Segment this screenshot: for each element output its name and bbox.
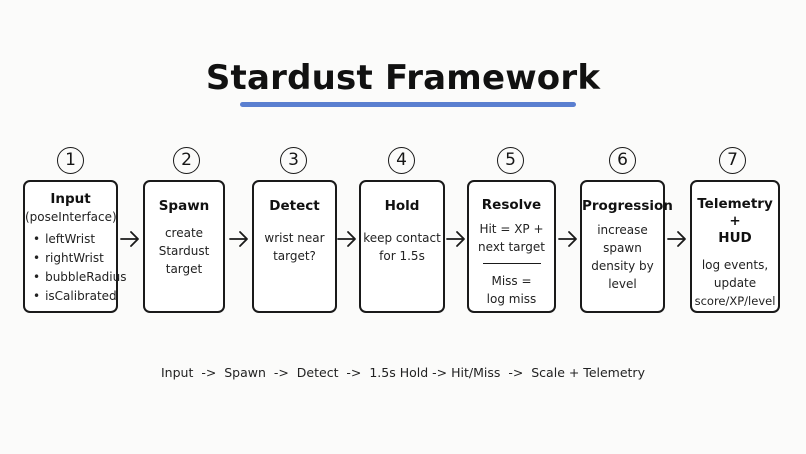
step-number-6: 6 [609, 147, 636, 174]
arrow-right-icon [446, 231, 465, 247]
step-box-telemetry-hud: Telemetry + HUD log events, update score… [690, 180, 780, 313]
step-line: create [164, 226, 204, 240]
step-number-5: 5 [497, 147, 524, 174]
step-box-input: Input (poseInterface) leftWrist rightWri… [23, 180, 127, 313]
step-number-2: 2 [173, 147, 200, 174]
step-line: density by [591, 259, 654, 273]
step-box-resolve: Resolve Hit = XP + next target Miss = lo… [467, 180, 556, 313]
arrow-right-icon [120, 231, 139, 247]
step-line: for 1.5s [379, 249, 425, 263]
resolve-hit-line: next target [478, 240, 545, 254]
arrow-right-icon [337, 231, 356, 247]
step-title-input: Input [50, 191, 91, 207]
step-title-spawn: Spawn [158, 198, 210, 214]
resolve-divider [482, 263, 541, 264]
arrow-right-icon [558, 231, 577, 247]
step-title-detect: Detect [269, 198, 320, 214]
step-title-telemetry: Telemetry + [697, 196, 773, 229]
resolve-miss-line: Miss = [491, 274, 532, 288]
diagram-title: Stardust Framework [205, 58, 601, 98]
title-underline [240, 102, 576, 107]
step-line: spawn [603, 241, 642, 255]
step-number-3: 3 [280, 147, 307, 174]
input-bullet-item: rightWrist [33, 249, 116, 268]
step-subtitle-input: (poseInterface) [25, 210, 117, 224]
step-line: update [713, 276, 757, 290]
input-bullet-list: leftWrist rightWrist bubbleRadius isCali… [25, 230, 126, 306]
resolve-hit-line: Hit = XP + [479, 222, 544, 236]
step-number-4: 4 [388, 147, 415, 174]
step-title-resolve: Resolve [481, 197, 542, 213]
step-line: Stardust [158, 244, 210, 258]
step-box-detect: Detect wrist near target? [252, 180, 337, 313]
step-title-progression: Progression [582, 198, 673, 214]
step-line: keep contact [363, 231, 441, 245]
step-line: increase [597, 223, 648, 237]
step-title-hold: Hold [384, 198, 420, 214]
step-box-spawn: Spawn create Stardust target [143, 180, 225, 313]
step-line: target? [273, 249, 316, 263]
step-line: log events, [701, 258, 769, 272]
step-line: wrist near [264, 231, 325, 245]
input-bullet-item: bubbleRadius [33, 268, 126, 287]
step-title-hud: HUD [718, 230, 752, 246]
step-line: level [608, 277, 637, 291]
input-bullet-item: leftWrist [33, 230, 116, 249]
step-box-progression: Progression increase spawn density by le… [580, 180, 673, 313]
step-line: score/XP/level [694, 294, 776, 308]
step-box-hold: Hold keep contact for 1.5s [359, 180, 445, 313]
arrow-right-icon [667, 231, 686, 247]
step-number-1: 1 [57, 147, 84, 174]
resolve-miss-line: log miss [486, 292, 537, 306]
step-line: target [165, 262, 203, 276]
flow-summary-text: Input -> Spawn -> Detect -> 1.5s Hold ->… [161, 365, 645, 380]
input-bullet-item: isCalibrated [33, 287, 117, 306]
step-number-7: 7 [719, 147, 746, 174]
arrow-right-icon [229, 231, 248, 247]
